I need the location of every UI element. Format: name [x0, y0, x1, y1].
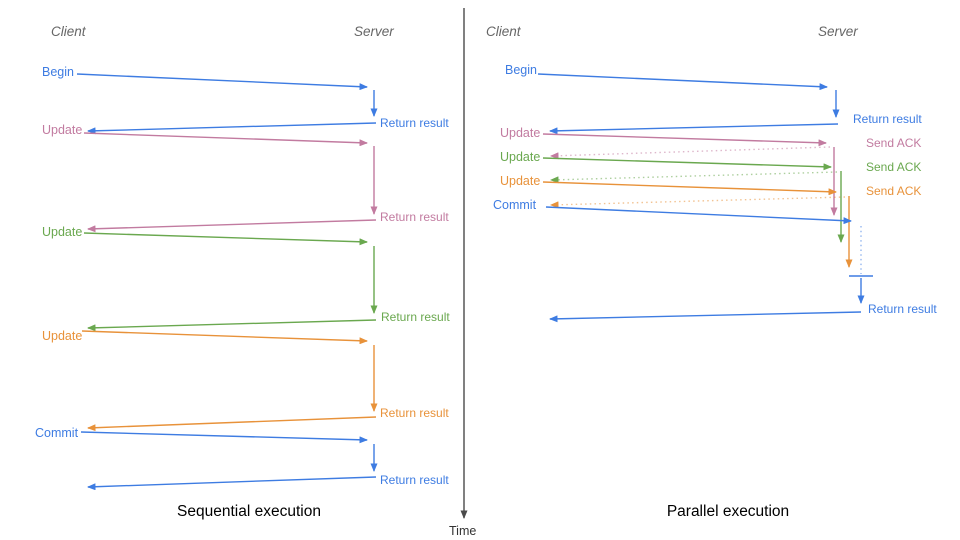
- ack-line: [550, 196, 846, 209]
- par-update3-lines: [542, 181, 853, 268]
- seq-update3-label: Update: [42, 329, 83, 343]
- par-update2-lines: [542, 157, 845, 243]
- return-line: [549, 311, 862, 323]
- request-line: [83, 232, 368, 246]
- request-line: [542, 133, 827, 147]
- seq-update2-lines: [83, 232, 378, 332]
- seq-update1-response: Return result: [380, 210, 449, 224]
- seq-update2-label: Update: [42, 225, 83, 239]
- seq-commit-label: Commit: [35, 426, 79, 440]
- par-update1-label: Update: [500, 126, 541, 140]
- return-line: [87, 416, 377, 432]
- seq-client-label: Client: [51, 24, 86, 39]
- par-client-label: Client: [486, 24, 521, 39]
- request-line: [545, 206, 852, 225]
- return-line: [87, 122, 377, 135]
- seq-update2-response: Return result: [381, 310, 450, 324]
- seq-update3-lines: [81, 330, 378, 432]
- seq-panel-title: Sequential execution: [177, 503, 321, 520]
- par-commit-lines: [545, 206, 873, 323]
- par-commit-label: Commit: [493, 198, 537, 212]
- par-begin-label: Begin: [505, 63, 537, 77]
- seq-commit-lines: [80, 431, 378, 491]
- par-update2-response: Send ACK: [866, 160, 922, 174]
- request-line: [83, 132, 368, 147]
- par-update3-response: Send ACK: [866, 184, 922, 198]
- ack-line: [550, 171, 838, 184]
- seq-server-label: Server: [354, 24, 394, 39]
- seq-begin-lines: [76, 73, 378, 135]
- par-begin-response: Return result: [853, 112, 922, 126]
- seq-commit-response: Return result: [380, 473, 449, 487]
- par-update1-response: Send ACK: [866, 136, 922, 150]
- seq-update3-response: Return result: [380, 406, 449, 420]
- request-line: [542, 181, 837, 196]
- return-line: [549, 123, 839, 135]
- par-commit-response: Return result: [868, 302, 937, 316]
- time-axis-label: Time: [449, 524, 477, 538]
- return-line: [87, 476, 377, 491]
- seq-update1-lines: [83, 132, 378, 233]
- seq-begin-response: Return result: [380, 116, 449, 130]
- seq-begin-label: Begin: [42, 65, 74, 79]
- par-panel-title: Parallel execution: [666, 503, 790, 520]
- par-update2-label: Update: [500, 150, 541, 164]
- par-update1-lines: [542, 133, 838, 216]
- return-line: [87, 219, 377, 233]
- request-line: [542, 157, 832, 171]
- request-line: [80, 431, 368, 444]
- return-line: [87, 319, 377, 332]
- ack-line: [550, 146, 831, 160]
- par-update3-label: Update: [500, 174, 541, 188]
- par-begin-lines: [537, 73, 840, 135]
- request-line: [76, 73, 368, 91]
- par-server-label: Server: [818, 24, 858, 39]
- request-line: [81, 330, 368, 345]
- seq-update1-label: Update: [42, 123, 83, 137]
- request-line: [537, 73, 828, 91]
